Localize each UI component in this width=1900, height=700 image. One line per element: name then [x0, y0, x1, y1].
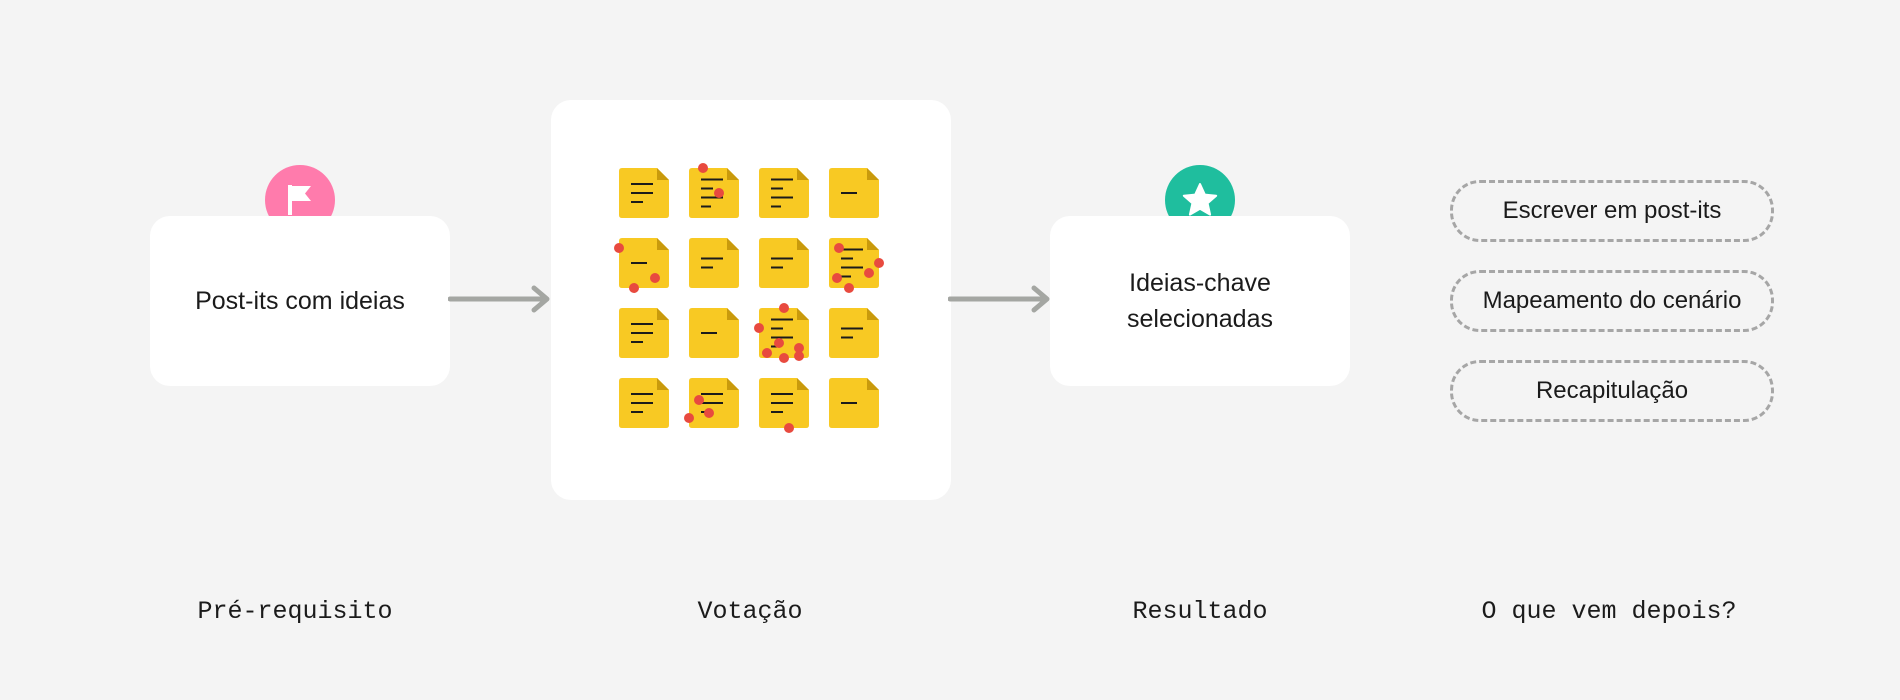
- sticky-note: [829, 378, 879, 428]
- next-step-pill: Recapitulação: [1450, 360, 1774, 422]
- vote-dot: [774, 338, 784, 348]
- prerequisite-card: Post-its com ideias: [150, 216, 450, 386]
- voting-card: [551, 100, 951, 500]
- stage-label-prerequisite: Pré-requisito: [197, 597, 393, 626]
- vote-dot: [832, 273, 842, 283]
- result-card: Ideias-chave selecionadas: [1050, 216, 1350, 386]
- prerequisite-text: Post-its com ideias: [195, 287, 405, 315]
- vote-dot: [762, 348, 772, 358]
- vote-dot: [684, 413, 694, 423]
- vote-dot: [694, 395, 704, 405]
- vote-dot: [614, 243, 624, 253]
- stage-label-voting: Votação: [697, 597, 803, 626]
- vote-dot: [784, 423, 794, 433]
- vote-dot: [629, 283, 639, 293]
- sticky-note: [619, 238, 669, 288]
- sticky-note: [689, 308, 739, 358]
- sticky-note: [689, 378, 739, 428]
- vote-dot: [844, 283, 854, 293]
- sticky-note: [759, 168, 809, 218]
- sticky-note: [759, 378, 809, 428]
- sticky-note: [619, 168, 669, 218]
- stage-label-next: O que vem depois?: [1481, 597, 1737, 626]
- next-step-pill: Mapeamento do cenário: [1450, 270, 1774, 332]
- sticky-note: [619, 308, 669, 358]
- stage-label-result: Resultado: [1132, 597, 1268, 626]
- sticky-note: [619, 378, 669, 428]
- sticky-note: [689, 238, 739, 288]
- vote-dot: [794, 351, 804, 361]
- sticky-note: [759, 238, 809, 288]
- arrow-right-icon: [448, 285, 550, 313]
- vote-dot: [834, 243, 844, 253]
- vote-dot: [864, 268, 874, 278]
- vote-dot: [704, 408, 714, 418]
- sticky-notes-grid: [614, 163, 884, 433]
- vote-dot: [698, 163, 708, 173]
- result-text: Ideias-chave selecionadas: [1127, 269, 1273, 333]
- arrow-right-icon: [948, 285, 1050, 313]
- vote-dot: [754, 323, 764, 333]
- sticky-note: [829, 168, 879, 218]
- vote-dot: [650, 273, 660, 283]
- vote-dot: [779, 353, 789, 363]
- next-step-pill: Escrever em post-its: [1450, 180, 1774, 242]
- vote-dot: [779, 303, 789, 313]
- vote-dot: [874, 258, 884, 268]
- vote-dot: [794, 343, 804, 353]
- sticky-note: [829, 308, 879, 358]
- vote-dot: [714, 188, 724, 198]
